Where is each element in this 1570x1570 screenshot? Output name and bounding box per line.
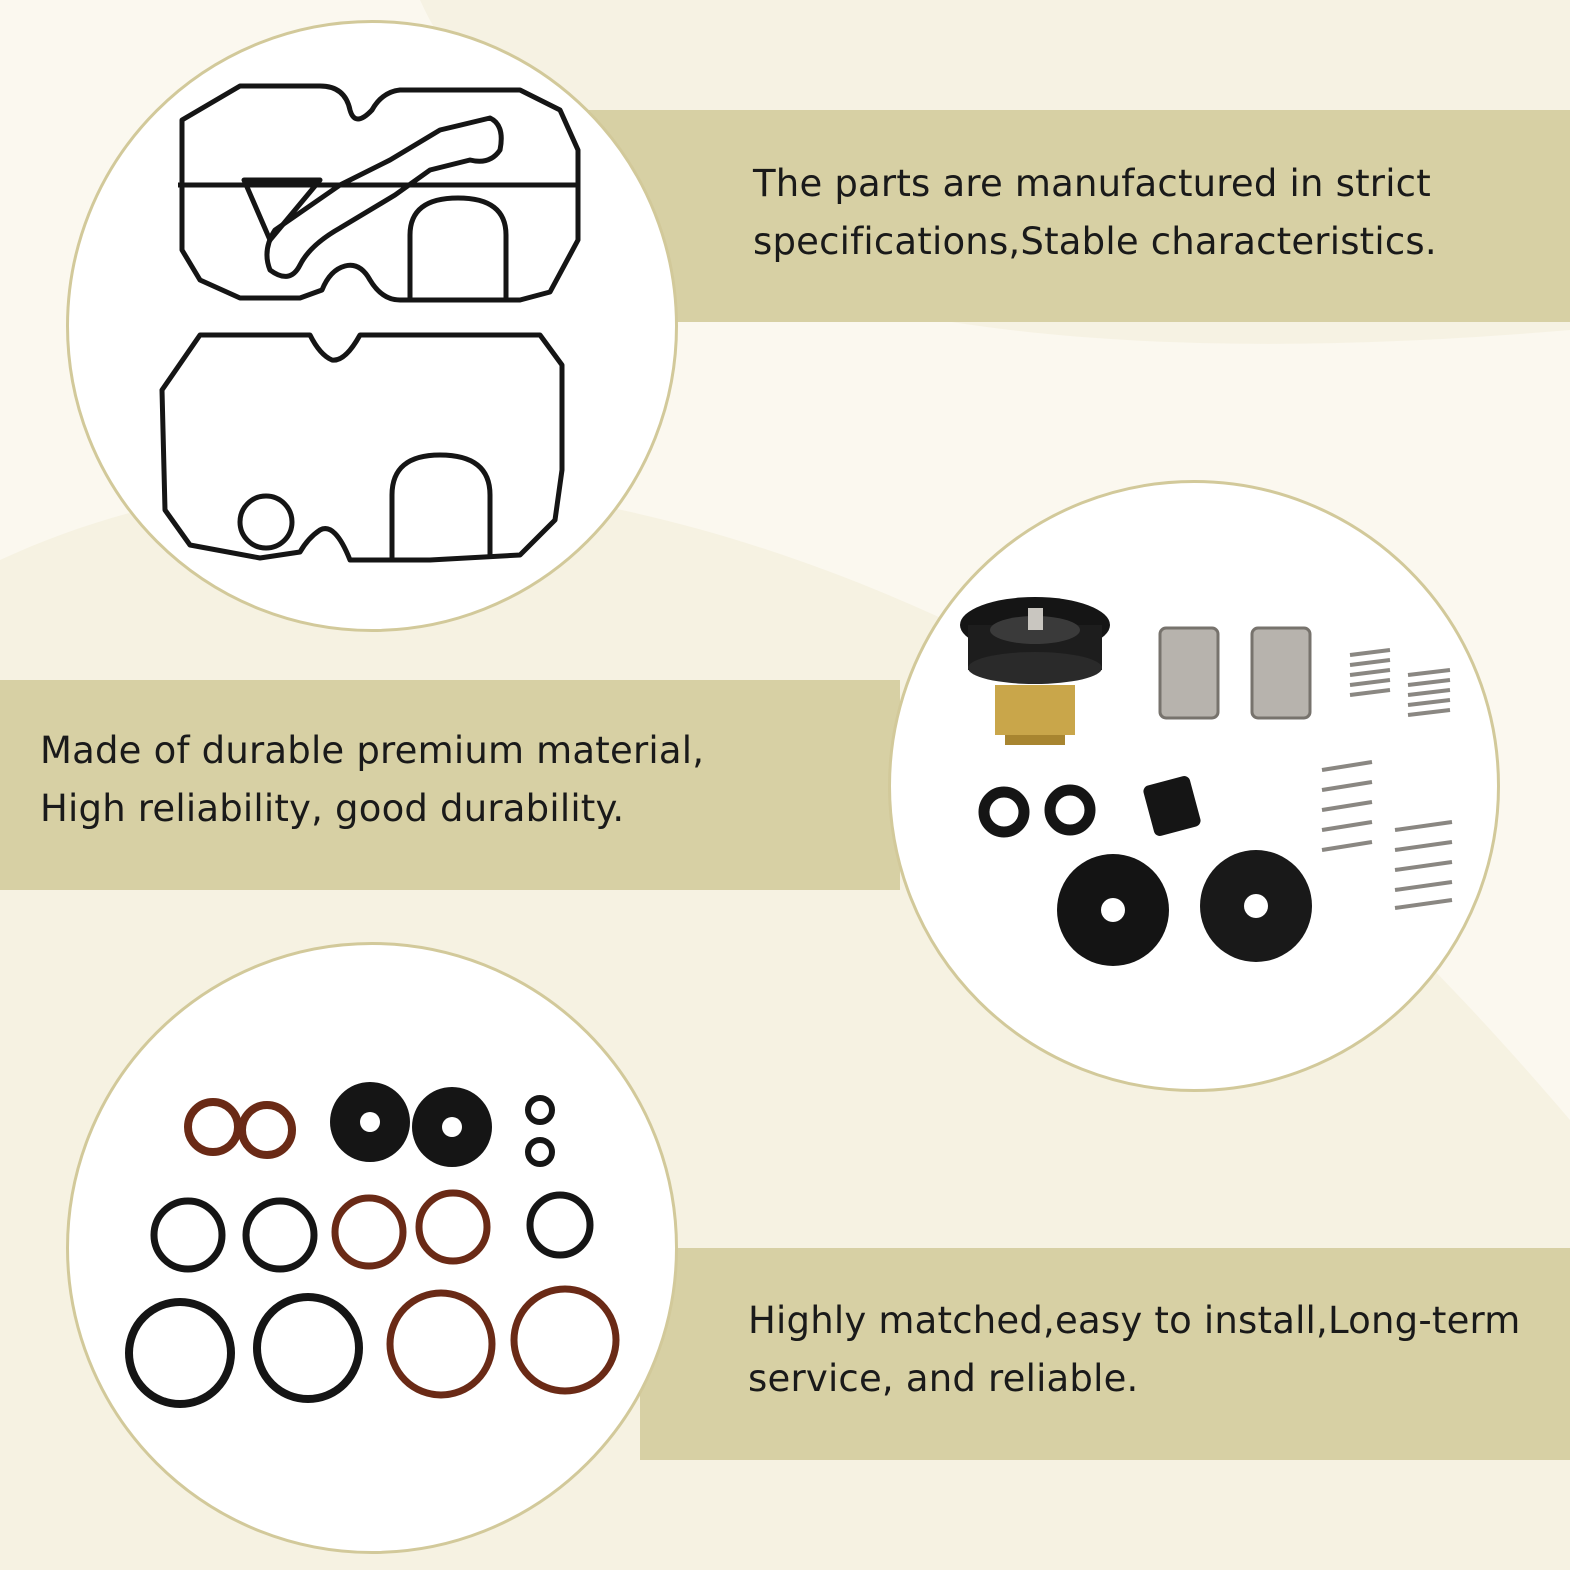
feature-caption-1: The parts are manufactured in strict spe… xyxy=(753,155,1437,271)
feature-2-line-2: High reliability, good durability. xyxy=(40,787,625,830)
feature-3-line-2: service, and reliable. xyxy=(748,1357,1139,1400)
o-rings-drawing xyxy=(125,1082,620,1408)
feature-band-1 xyxy=(520,110,1570,322)
valve-parts-photo xyxy=(888,480,1500,1092)
gasket-outline-drawing xyxy=(159,83,581,563)
feature-band-3 xyxy=(640,1248,1570,1460)
feature-3-line-1: Highly matched,easy to install,Long-term xyxy=(748,1299,1521,1342)
feature-band-2 xyxy=(0,680,900,890)
feature-1-line-2: specifications,Stable characteristics. xyxy=(753,220,1437,263)
feature-caption-3: Highly matched,easy to install,Long-term… xyxy=(748,1292,1521,1408)
feature-caption-2: Made of durable premium material, High r… xyxy=(40,722,704,838)
feature-2-line-1: Made of durable premium material, xyxy=(40,729,705,772)
gasket-seals-photo xyxy=(66,20,678,632)
valve-parts-drawing xyxy=(960,597,1453,966)
feature-1-line-1: The parts are manufactured in strict xyxy=(753,162,1431,205)
o-rings-photo xyxy=(66,942,678,1554)
